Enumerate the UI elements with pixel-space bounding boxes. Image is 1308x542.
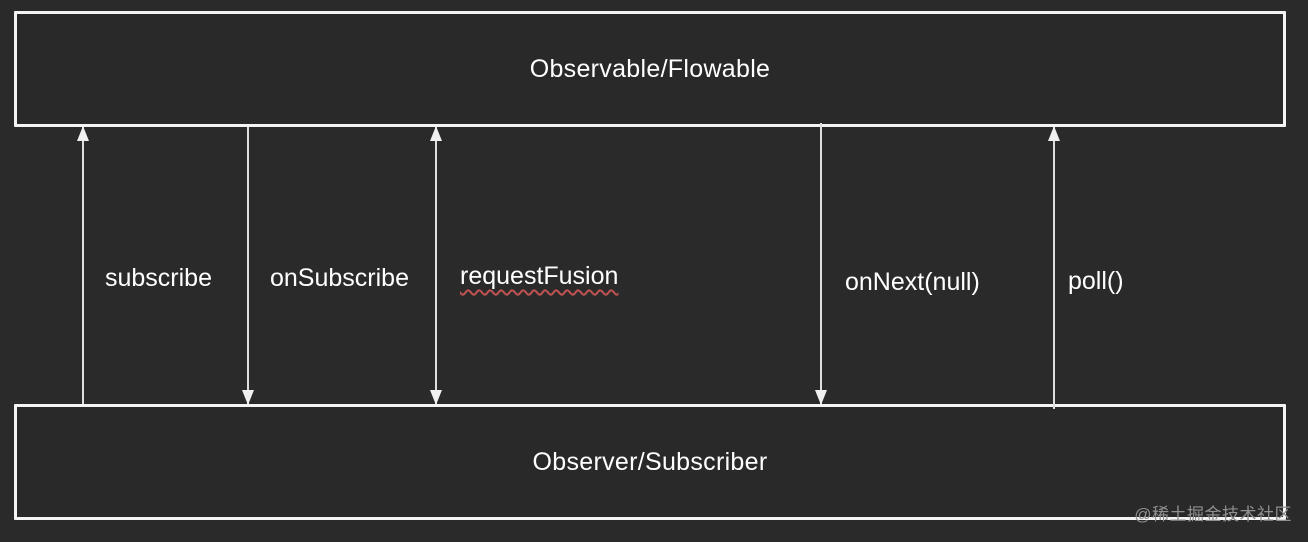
arrow-head-up-icon — [430, 126, 442, 141]
poll-arrow — [1048, 126, 1060, 409]
juejin-watermark: @稀土掘金技术社区 — [1134, 505, 1292, 524]
observable-flowable-label: Observable/Flowable — [529, 54, 771, 83]
requestfusion-arrow-label: requestFusion — [460, 262, 619, 290]
arrow-head-down-icon — [242, 390, 254, 405]
onnext-null-arrow-label: onNext(null) — [845, 268, 980, 296]
observer-subscriber-label: Observer/Subscriber — [532, 447, 768, 476]
requestfusion-arrow — [430, 126, 442, 405]
arrow-head-up-icon — [1048, 126, 1060, 141]
onsubscribe-arrow — [242, 127, 254, 405]
onnext-null-arrow — [815, 123, 827, 405]
observer-subscriber-box: Observer/Subscriber — [14, 404, 1286, 520]
arrow-head-down-icon — [430, 390, 442, 405]
arrow-head-down-icon — [815, 390, 827, 405]
arrow-head-up-icon — [77, 126, 89, 141]
poll-arrow-label: poll() — [1068, 267, 1124, 295]
subscribe-arrow — [77, 126, 89, 404]
observable-flowable-box: Observable/Flowable — [14, 11, 1286, 127]
subscribe-arrow-label: subscribe — [105, 264, 212, 292]
onsubscribe-arrow-label: onSubscribe — [270, 264, 409, 292]
